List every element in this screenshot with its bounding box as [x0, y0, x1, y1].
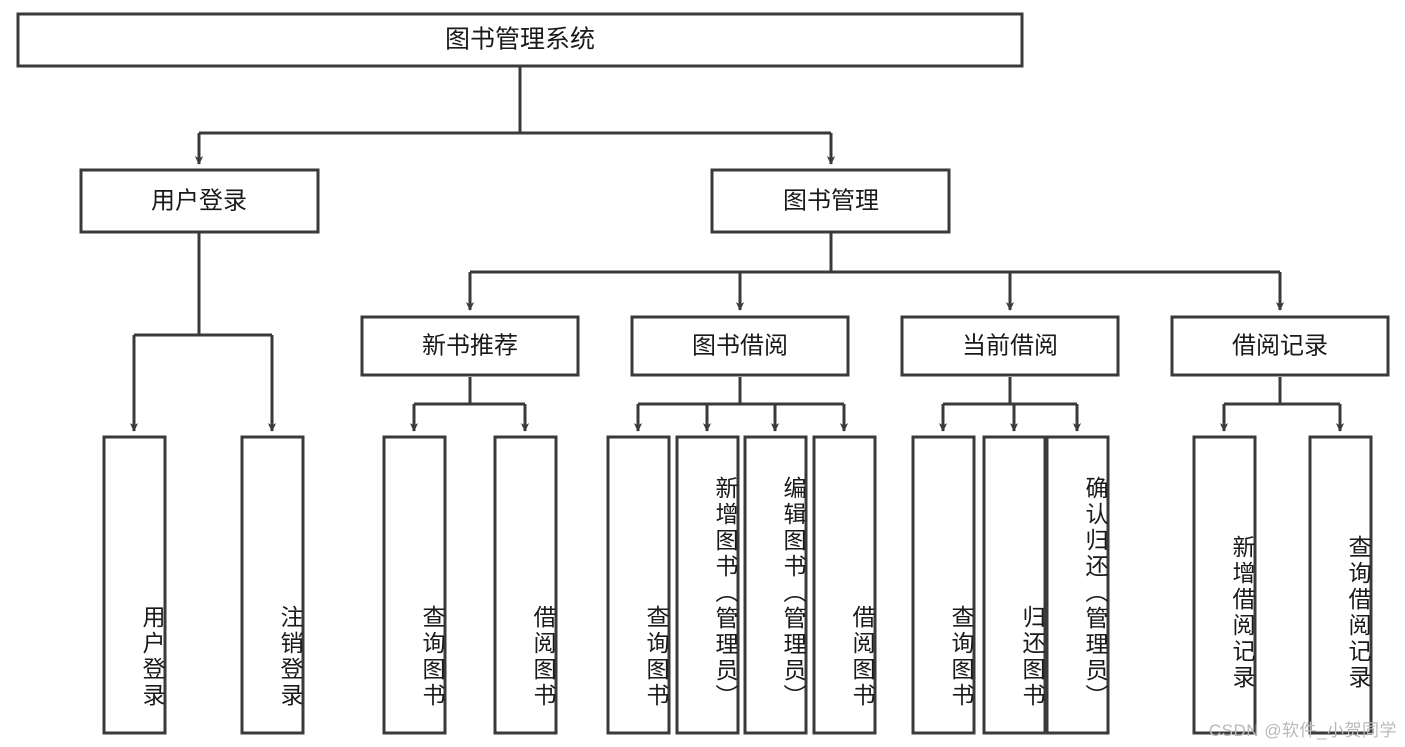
- leaf-box-logout[interactable]: [240, 435, 305, 735]
- csdn-watermark: CSDN @软件_小贺同学: [1208, 721, 1397, 740]
- node-user-login[interactable]: 用户登录: [79, 168, 320, 234]
- node-book-borrow-label: 图书借阅: [692, 332, 788, 359]
- node-book-manage-label: 图书管理: [783, 187, 879, 214]
- node-user-login-label: 用户登录: [151, 187, 247, 214]
- leaf-box-query-book-2[interactable]: [606, 435, 671, 735]
- connector-book-manage-to-level3: [465, 232, 1285, 311]
- leaf-box-edit-book[interactable]: [743, 435, 808, 735]
- connector-book-borrow-to-leaves: [633, 377, 849, 432]
- leaf-box-return-book[interactable]: [982, 435, 1047, 735]
- leaf-box-query-book-1[interactable]: [382, 435, 447, 735]
- node-root-label: 图书管理系统: [445, 26, 595, 54]
- leaf-box-borrow-book-1[interactable]: [493, 435, 558, 735]
- connector-current-borrow-to-leaves: [938, 377, 1082, 432]
- leaf-box-borrow-book-2[interactable]: [812, 435, 877, 735]
- leaf-box-add-book[interactable]: [675, 435, 740, 735]
- node-current-borrow-label: 当前借阅: [962, 332, 1058, 359]
- leaf-box-add-record[interactable]: [1192, 435, 1257, 735]
- leaf-box-query-book-3[interactable]: [911, 435, 976, 735]
- connector-new-book-to-leaves: [409, 377, 530, 432]
- leaf-box-query-record[interactable]: [1308, 435, 1373, 735]
- node-book-borrow[interactable]: 图书借阅: [630, 315, 850, 377]
- connector-root-to-level2: [194, 66, 836, 165]
- node-book-manage[interactable]: 图书管理: [710, 168, 951, 234]
- node-current-borrow[interactable]: 当前借阅: [900, 315, 1120, 377]
- connector-borrow-record-to-leaves: [1219, 377, 1345, 432]
- node-borrow-record-label: 借阅记录: [1232, 332, 1328, 359]
- leaf-box-confirm-return[interactable]: [1045, 435, 1110, 735]
- node-borrow-record[interactable]: 借阅记录: [1170, 315, 1390, 377]
- connector-user-login-to-leaves: [129, 232, 277, 432]
- node-new-book-recommend[interactable]: 新书推荐: [360, 315, 580, 377]
- node-root[interactable]: 图书管理系统: [16, 12, 1024, 68]
- node-new-book-recommend-label: 新书推荐: [422, 332, 518, 359]
- leaf-box-user-login[interactable]: [102, 435, 167, 735]
